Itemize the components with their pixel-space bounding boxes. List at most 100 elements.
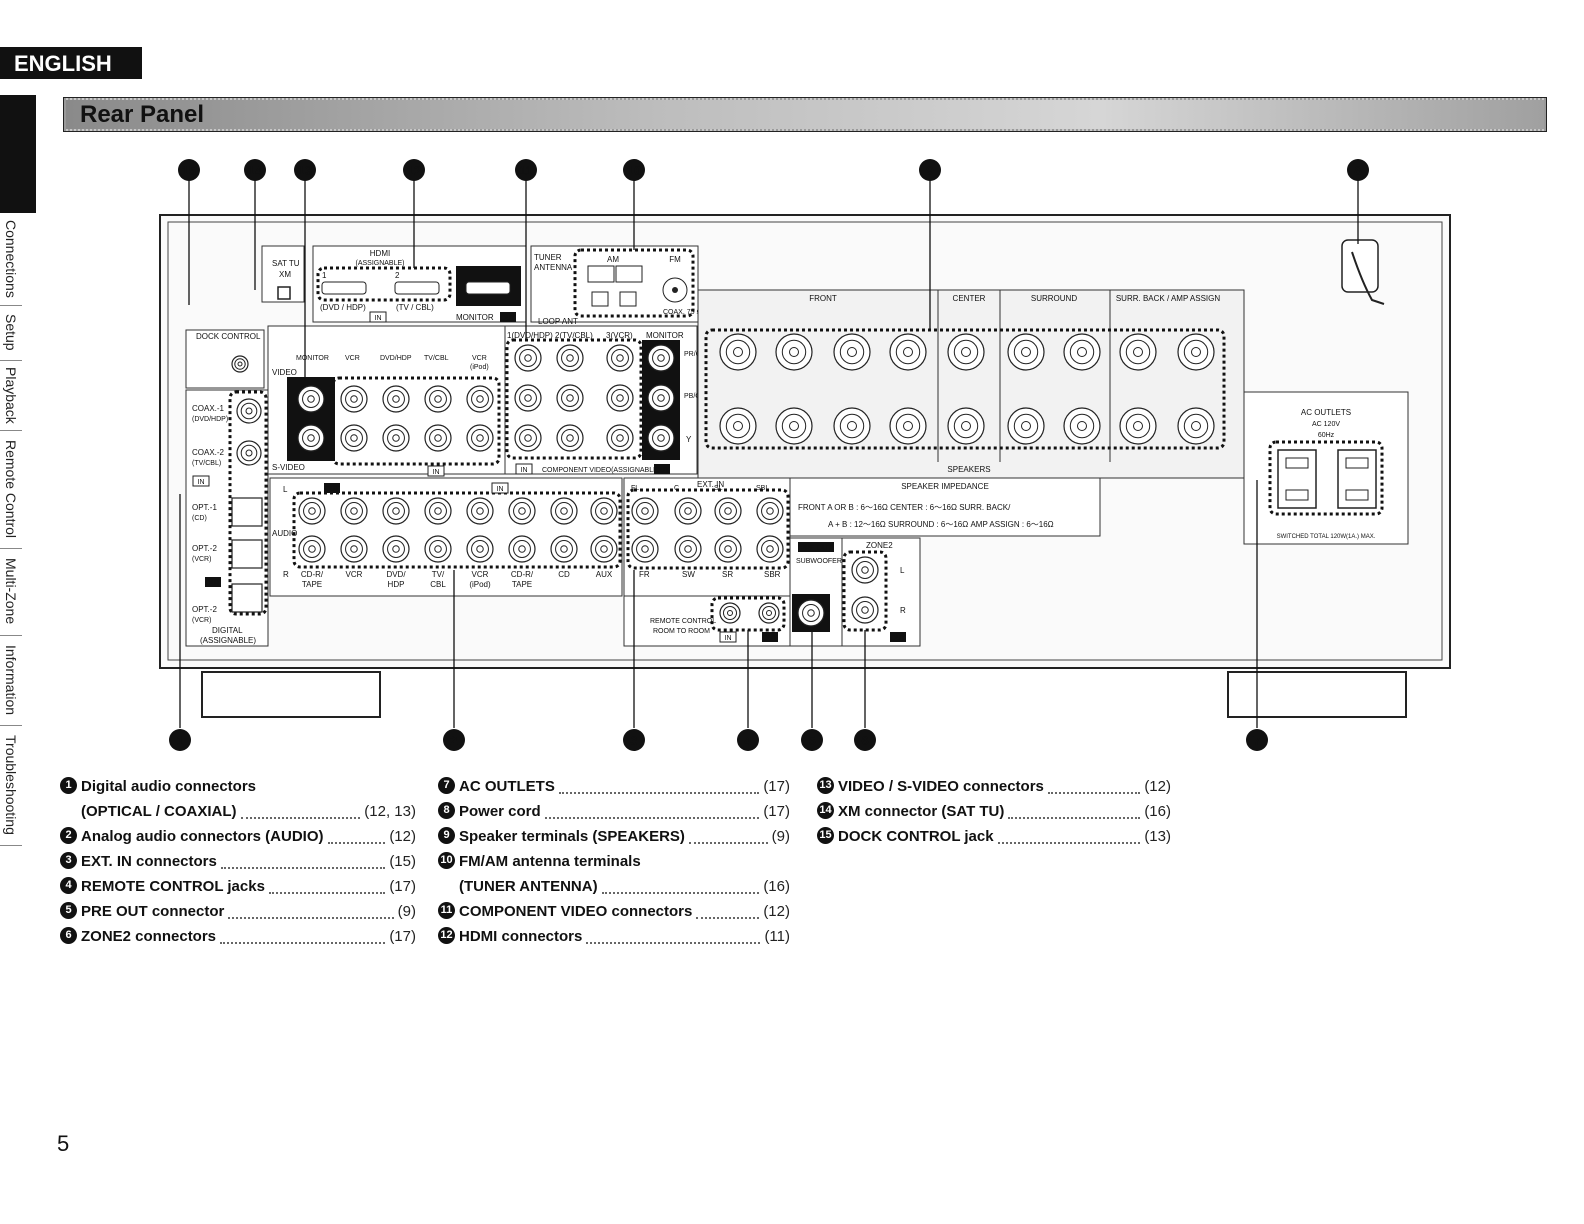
hdmi-port-1 [321,281,367,295]
jack-pin [434,545,442,553]
callout-badge [919,159,941,181]
video-in-highlight [331,376,501,466]
ext-bottom-label: SR [722,570,733,579]
side-nav-item-connections[interactable]: Connections [0,213,22,306]
video-label: VIDEO [272,368,297,377]
jack-pin [1133,347,1143,357]
jack-ring [561,349,579,367]
jack-pin [861,566,869,574]
jack-pin [616,434,624,442]
page-reference: (12, 13) [364,803,416,820]
callout-badge [403,159,425,181]
side-nav-item-troubleshooting[interactable]: Troubleshooting [0,725,22,846]
callout-number: 14 [248,163,263,178]
jack-ring [719,540,737,558]
jack-pin [434,507,442,515]
fm-label: FM [669,255,681,264]
audio-out-label: OUT [325,486,341,493]
hdmi-port-2 [394,281,440,295]
legend-label: VIDEO / S-VIDEO connectors [838,778,1044,795]
audio-source-label: CD [558,570,570,579]
jack-pin [350,395,358,403]
callout-number-badge: 6 [60,926,77,944]
video-in-label: IN [433,469,440,476]
y-label: Y [686,435,692,444]
page-reference: (12) [763,903,790,920]
jack-pin [560,545,568,553]
jack-pin [684,545,692,553]
page-reference: (17) [763,778,790,795]
jack-ring [345,502,363,520]
comp-in-label: IN [521,467,528,474]
legend-label: COMPONENT VIDEO connectors [459,903,693,920]
page-reference: (17) [389,928,416,945]
opt-2b-label: OPT.-2 [192,605,217,614]
legend-label: PRE OUT connector [81,903,225,920]
audio-source-label: VCR [346,570,363,579]
jack-ring [953,339,979,365]
jack-pin [392,545,400,553]
callout-badge [294,159,316,181]
hdmi-in-highlight [316,266,452,302]
side-nav-item-setup[interactable]: Setup [0,305,22,361]
page-reference: (17) [389,878,416,895]
side-nav-item-information[interactable]: Information [0,635,22,726]
jack-pin [392,395,400,403]
legend-label: AC OUTLETS [459,778,555,795]
comp-3-label: 3(VCR) [606,331,633,340]
side-nav-item-multi-zone[interactable]: Multi-Zone [0,548,22,636]
jack-pin [434,434,442,442]
ext-top-label: C [674,485,679,492]
jack-ring [856,601,874,619]
section-title: Rear Panel [80,101,205,128]
jack-pin [566,434,574,442]
tuner-label: TUNER [534,253,562,262]
jack-pin [733,347,743,357]
language-tab: ENGLISH [0,47,142,79]
coax-1-sub: (DVD/HDP) [192,416,228,423]
callout-number-badge: 4 [60,876,77,894]
ext-bottom-label: FR [639,570,650,579]
jack-ring [555,502,573,520]
jack-pin [641,507,649,515]
front-label: FRONT [809,294,837,303]
jack-ring [719,502,737,520]
impedance-row-2: A + B : 12～16Ω SURROUND : 6～16Ω AMP ASSI… [828,520,1054,529]
jack-ring [839,413,865,439]
legend-label: Analog audio connectors (AUDIO) [81,828,324,845]
jack-ring [636,540,654,558]
jack-ring [781,339,807,365]
callout-number: 12 [407,163,421,178]
jack-ring [761,540,779,558]
callout-badge [737,729,759,751]
jack-pin [392,434,400,442]
ext-top-label: SBL [756,485,769,492]
jack-pin [308,545,316,553]
callout-number-badge: 14 [817,801,834,819]
jack-ring [555,540,573,558]
video-monitor-label: MONITOR [296,355,329,362]
side-nav-item-remote-control[interactable]: Remote Control [0,430,22,549]
ext-in-highlight [626,488,790,570]
callout-badge [801,729,823,751]
zone2-block [841,537,921,647]
zone2-r-label: R [900,606,906,615]
leader-dots [998,842,1140,844]
ac-outlet-slot [1285,457,1309,469]
leader-dots [1008,817,1140,819]
leader-dots [221,867,385,869]
coax-2-sub: (TV/CBL) [192,460,221,467]
callout-number: 13 [298,163,312,178]
fm-coax-pin [672,287,678,293]
jack-ring [302,429,320,447]
legend-label: FM/AM antenna terminals [459,853,641,870]
leader-dots [696,917,759,919]
side-nav-item-playback[interactable]: Playback [0,360,22,431]
jack-ring [595,502,613,520]
jack-pin [476,507,484,515]
jack-ring [519,429,537,447]
callout-badge [1246,729,1268,751]
page-reference: (12) [389,828,416,845]
